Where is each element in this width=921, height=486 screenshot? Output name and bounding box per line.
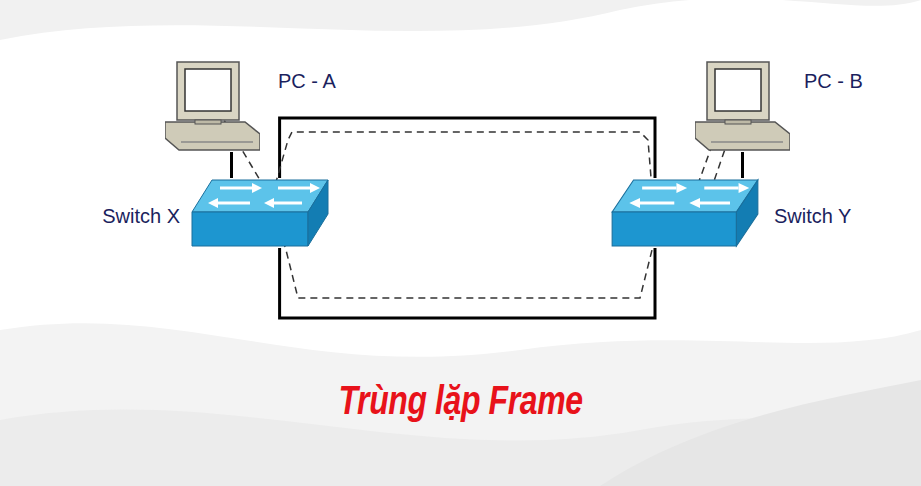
network-link: [741, 152, 744, 178]
computer-icon: PC - B: [695, 60, 790, 152]
device-label: PC - B: [804, 70, 863, 93]
device-label: PC - A: [278, 70, 336, 93]
switch-icon: Switch Y: [610, 178, 760, 248]
device-label: Switch X: [102, 205, 180, 228]
network-link: [280, 118, 655, 178]
switch-icon: Switch X: [190, 178, 330, 248]
caption-row: Trùng lặp Frame: [0, 378, 921, 423]
caption: Trùng lặp Frame: [338, 378, 582, 423]
computer-icon: PC - A: [165, 60, 260, 152]
network-link: [280, 248, 655, 318]
network-link: [230, 152, 233, 178]
device-label: Switch Y: [774, 205, 851, 228]
